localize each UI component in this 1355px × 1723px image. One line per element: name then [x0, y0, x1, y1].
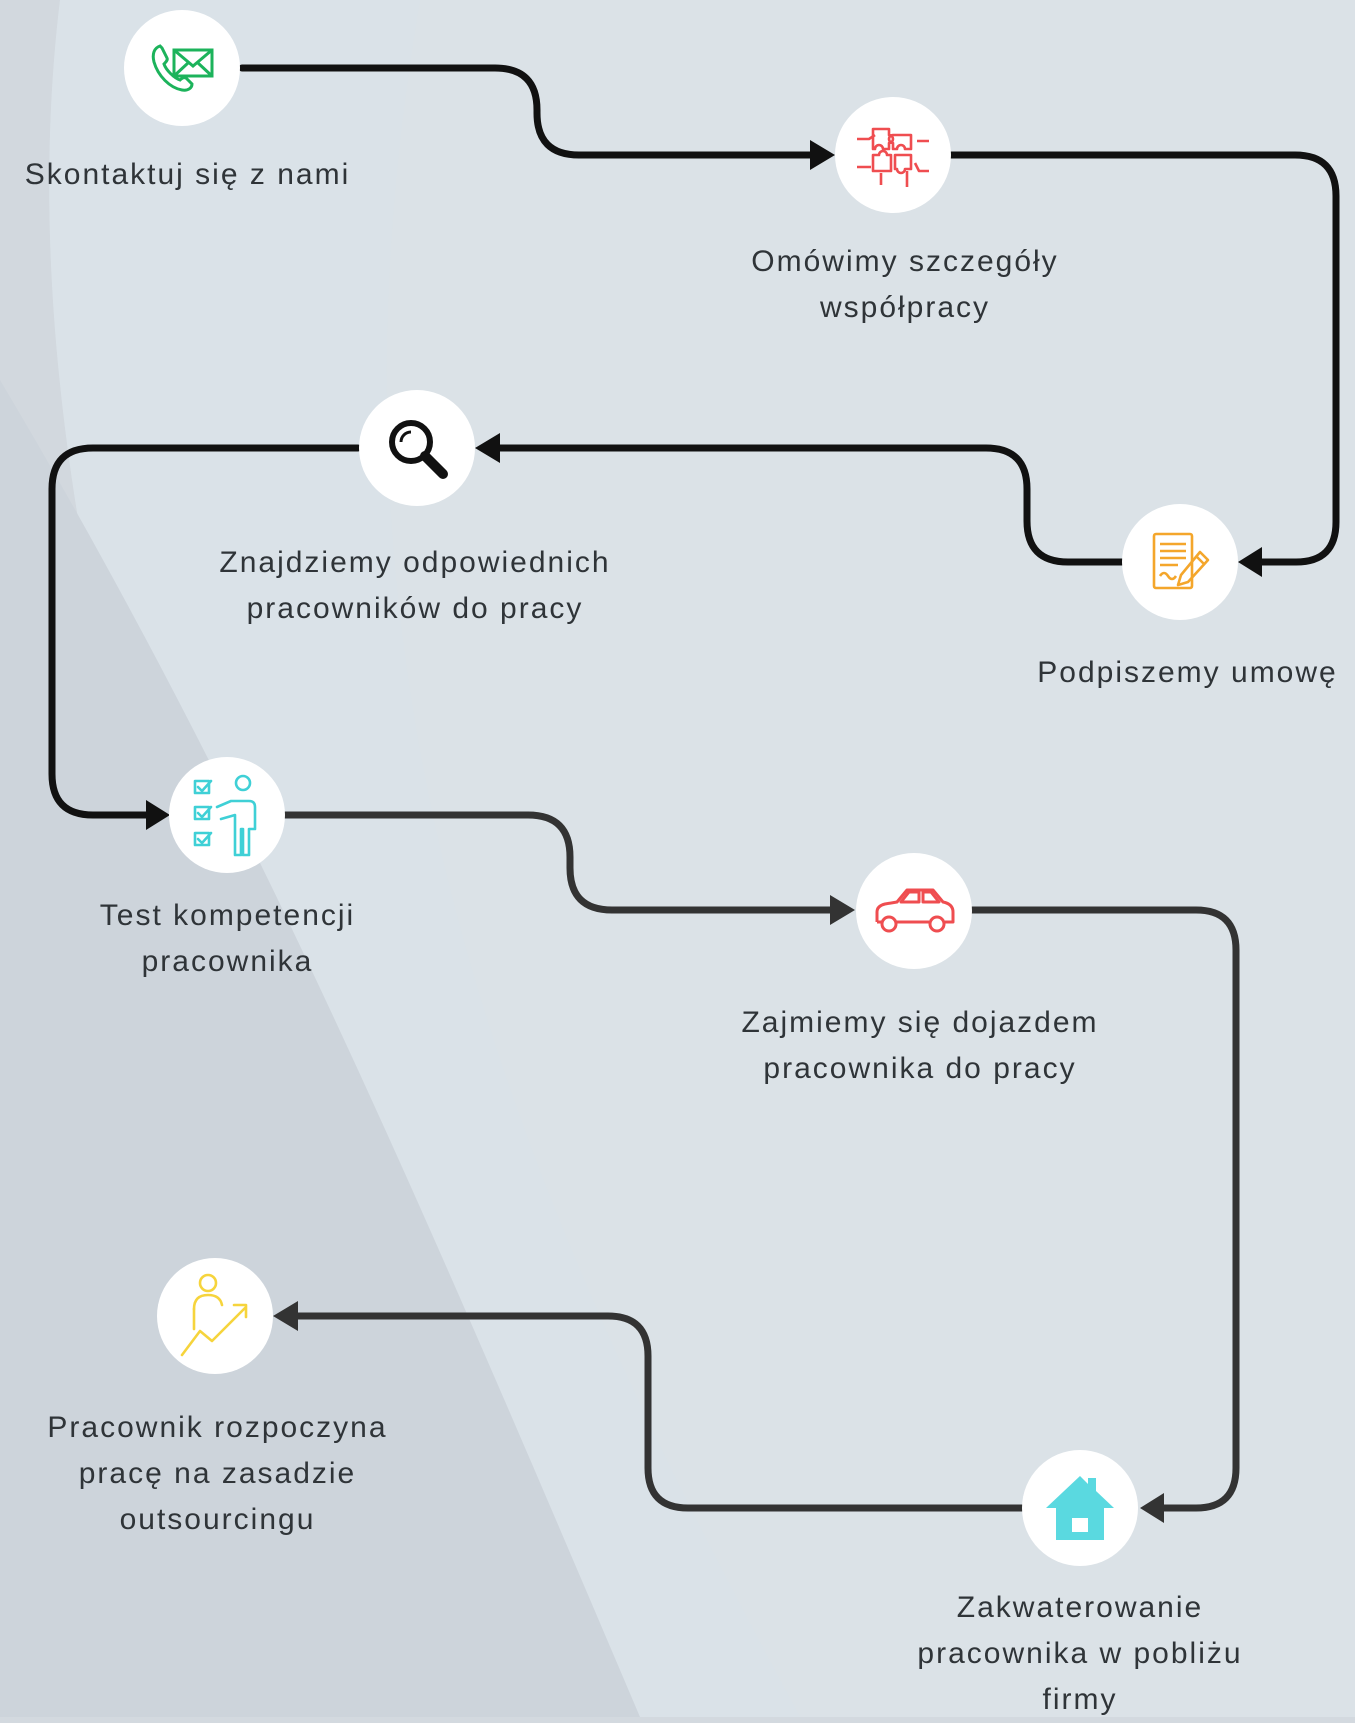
label-line: Podpiszemy umowę [1037, 656, 1338, 689]
label-line: pracę na zasadzie [78, 1457, 357, 1490]
step-discuss-label: Omówimy szczegóły współpracy [700, 239, 1110, 331]
connector-4-5 [48, 444, 362, 819]
arrowhead-to-contract [1238, 547, 1262, 577]
arrowhead-to-test [146, 800, 170, 830]
car-icon [875, 888, 955, 933]
label-line: Zajmiemy się dojazdem [741, 1006, 1099, 1039]
label-line: pracownika w pobliżu [917, 1637, 1243, 1670]
phone-envelope-icon [151, 44, 214, 92]
label-line: Skontaktuj się z nami [24, 158, 351, 191]
arrowhead-to-housing [1140, 1493, 1164, 1523]
house-icon [1046, 1476, 1114, 1540]
connector-7-8 [281, 1312, 1026, 1512]
growth-person-icon [180, 1273, 248, 1357]
label-line: pracownika [141, 945, 314, 978]
connector-3-4 [496, 444, 1126, 566]
label-line: pracowników do pracy [246, 592, 584, 625]
label-line: Test kompetencji [99, 899, 356, 932]
label-line: Pracownik rozpoczyna [47, 1411, 388, 1444]
contract-signing-icon [1152, 532, 1210, 590]
magnifier-icon [389, 420, 448, 479]
label-line: outsourcingu [119, 1503, 316, 1536]
label-line: pracownika do pracy [763, 1052, 1077, 1085]
step-start-label: Pracownik rozpoczyna pracę na zasadzie o… [20, 1405, 415, 1543]
step-test-node [169, 757, 285, 873]
step-test-label: Test kompetencji pracownika [60, 893, 395, 985]
label-line: współpracy [819, 291, 991, 324]
step-housing-label: Zakwaterowanie pracownika w pobliżu firm… [880, 1585, 1280, 1723]
label-line: Znajdziemy odpowiednich [219, 546, 611, 579]
puzzle-hands-icon [857, 127, 929, 187]
step-contact-label: Skontaktuj się z nami [0, 152, 375, 198]
step-discuss-node [835, 97, 951, 213]
arrowhead-to-start [273, 1301, 298, 1331]
step-housing-node [1022, 1450, 1138, 1566]
arrowhead-to-travel [830, 895, 855, 925]
connector-6-7 [966, 906, 1240, 1512]
arrowhead-to-discuss [810, 140, 835, 170]
label-line: Omówimy szczegóły [751, 245, 1059, 278]
step-contract-label: Podpiszemy umowę [1020, 650, 1355, 696]
connector-5-6 [281, 811, 834, 914]
connector-1-2 [238, 64, 814, 159]
step-search-label: Znajdziemy odpowiednich pracowników do p… [180, 540, 650, 632]
label-line: firmy [1042, 1683, 1118, 1716]
connector-2-3 [946, 151, 1340, 566]
step-search-node [359, 390, 475, 506]
step-travel-label: Zajmiemy się dojazdem pracownika do prac… [700, 1000, 1140, 1092]
checklist-presenter-icon [193, 774, 257, 857]
step-contact-node [124, 10, 240, 126]
arrowhead-to-search [475, 433, 500, 463]
step-travel-node [856, 853, 972, 969]
step-contract-node [1122, 504, 1238, 620]
step-start-node [157, 1258, 273, 1374]
label-line: Zakwaterowanie [956, 1591, 1204, 1624]
